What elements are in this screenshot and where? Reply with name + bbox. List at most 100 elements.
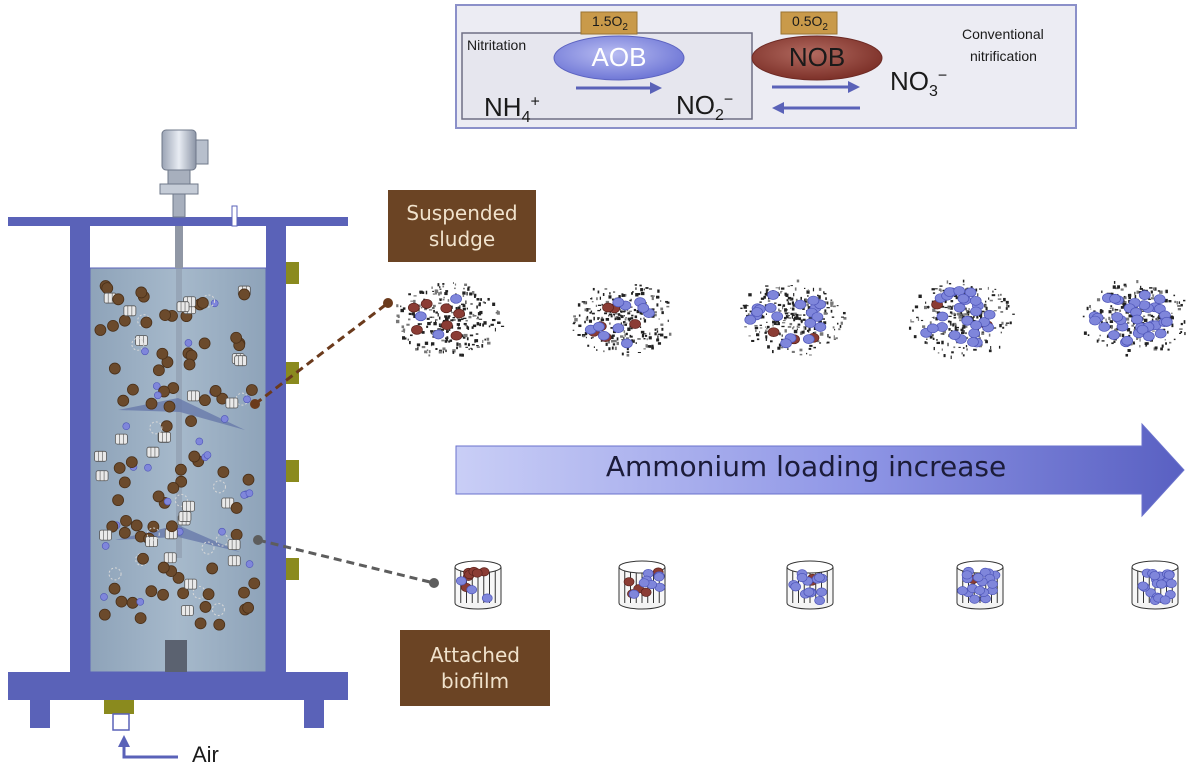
aob-cell [802, 334, 815, 345]
aob-cell [780, 338, 792, 349]
aob-cell [1160, 316, 1173, 327]
bubble [212, 480, 226, 494]
carrier-particle [176, 301, 190, 313]
aob-particle [220, 415, 229, 423]
sludge-particle [230, 528, 243, 541]
aob-cell [948, 330, 961, 341]
aob-cell [432, 329, 445, 340]
aob-cell [936, 311, 949, 322]
aob-cell [1089, 315, 1101, 326]
sludge-particle [160, 420, 173, 433]
aob-cell [628, 589, 640, 599]
aob-particle [218, 527, 226, 536]
aob-oxygen-text: 1.5O2 [592, 13, 628, 33]
conventional-label-line2: nitrification [970, 48, 1037, 64]
sludge-particle [242, 473, 255, 486]
aob-cell [1138, 290, 1151, 300]
aob-ellipse [553, 35, 685, 81]
bubble [149, 421, 163, 435]
aob-cell [621, 338, 633, 349]
carrier-particle [227, 539, 241, 550]
bubble [201, 541, 215, 555]
aob-particle [152, 382, 161, 390]
reactor-left-column [70, 226, 90, 674]
aob-cell [466, 585, 478, 595]
sludge-particle [94, 324, 107, 336]
nob-cell [441, 320, 453, 331]
air-inlet [112, 713, 130, 731]
biofilm-carrier [454, 560, 502, 610]
carrier-particle [99, 529, 112, 541]
sludge-particle [209, 385, 222, 397]
aob-cell [1156, 579, 1167, 589]
sludge-particle [167, 481, 180, 494]
sludge-particle [101, 282, 114, 295]
sludge-particle [230, 331, 243, 344]
sludge-particle [130, 519, 143, 532]
aob-cell [764, 303, 777, 313]
sludge-particle [156, 347, 169, 360]
nitritation-label: Nitritation [467, 37, 527, 53]
sludge-particle [147, 520, 160, 533]
aob-cell [481, 593, 493, 603]
reactor [8, 129, 348, 759]
bubble [202, 294, 216, 308]
aob-cell [1108, 330, 1120, 340]
sludge-particle [108, 582, 121, 595]
sludge-particle [134, 612, 147, 625]
aob-particle [101, 542, 110, 550]
aob-cell [953, 302, 966, 313]
aob-cell [1109, 293, 1121, 304]
aob-cell [983, 309, 996, 320]
nitrite-formula: NO2− [676, 90, 734, 125]
bubble [211, 602, 225, 616]
sludge-floc [740, 279, 847, 356]
sludge-particle [196, 297, 209, 309]
nob-cell [629, 319, 641, 329]
sludge-particle [157, 588, 169, 601]
carrier-particle [225, 397, 239, 409]
sludge-particle [199, 394, 211, 407]
reactor-leg-left [30, 700, 50, 728]
aob-cell [450, 293, 462, 304]
carrier-particle [94, 450, 107, 462]
sludge-particle [177, 587, 190, 600]
carrier-particle [123, 305, 137, 317]
nob-cell [767, 327, 780, 338]
nob-cell [411, 325, 423, 335]
biofilm-carrier [956, 560, 1004, 610]
nob-cell [602, 302, 614, 313]
carrier-particle [114, 433, 128, 445]
sludge-particle [238, 288, 251, 301]
aob-cell [974, 585, 986, 595]
aob-cell [957, 586, 968, 596]
sludge-particle [135, 286, 148, 299]
biofilm-carrier [786, 560, 834, 610]
loading-arrow-label: Ammonium loading increase [605, 450, 1007, 483]
sludge-particle [188, 450, 201, 463]
sludge-particle [230, 502, 243, 514]
sludge-particle [202, 588, 215, 601]
aob-cell [1098, 322, 1111, 332]
air-label: Air [192, 742, 219, 767]
aob-cell [456, 576, 467, 586]
sludge-particle [115, 595, 128, 608]
carrier-particle [146, 446, 160, 458]
sludge-particle [165, 520, 178, 533]
carrier-particle [135, 335, 148, 346]
aob-cell [1149, 571, 1161, 581]
aob-cell [803, 587, 815, 597]
sludge-particle [145, 585, 158, 598]
carrier-particle [163, 552, 177, 564]
loading-arrow [455, 422, 1185, 518]
sludge-particle [248, 577, 261, 590]
suspended-sludge-label: Suspended sludge [388, 190, 536, 262]
aob-particle [100, 593, 108, 601]
aob-particle [203, 451, 212, 459]
nob-cell [453, 308, 465, 319]
aob-cell [943, 287, 956, 297]
aob-cell [1153, 294, 1166, 305]
aob-cell [961, 570, 973, 580]
aob-cell [1131, 314, 1143, 325]
nob-label: NOB [788, 42, 846, 72]
